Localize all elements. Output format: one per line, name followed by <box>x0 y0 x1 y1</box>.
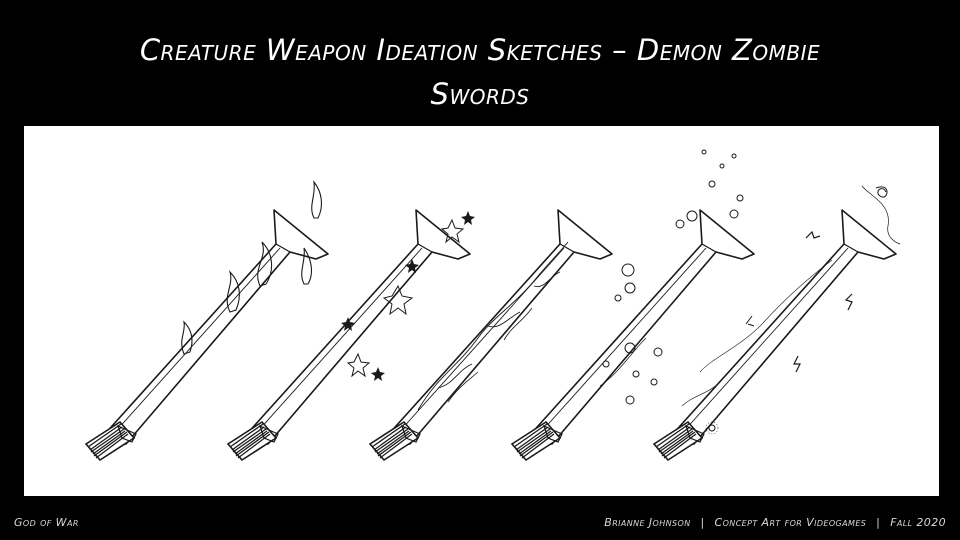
footer-course: Concept Art for Videogames <box>714 516 867 529</box>
slide-title-line-2: Swords <box>430 77 530 111</box>
sword-sketch-veins <box>369 209 613 461</box>
footer-separator: | <box>700 516 705 529</box>
sketch-image <box>24 126 939 496</box>
footer-term: Fall 2020 <box>890 516 946 529</box>
slide-title-line-1: Creature Weapon Ideation Sketches – Demo… <box>139 33 821 67</box>
sword-sketch-stars <box>227 209 475 461</box>
footer-credits: Brianne Johnson | Concept Art for Videog… <box>604 516 946 529</box>
sword-sketch-bubbles <box>511 149 755 461</box>
footer-game-title: God of War <box>14 516 79 529</box>
sword-sketch-lightning <box>653 185 901 461</box>
footer-author: Brianne Johnson <box>604 516 691 529</box>
slide-title: Creature Weapon Ideation Sketches – Demo… <box>40 28 920 116</box>
sword-sketches <box>85 149 901 461</box>
footer-separator: | <box>876 516 881 529</box>
sword-sketch-fire <box>85 180 329 461</box>
